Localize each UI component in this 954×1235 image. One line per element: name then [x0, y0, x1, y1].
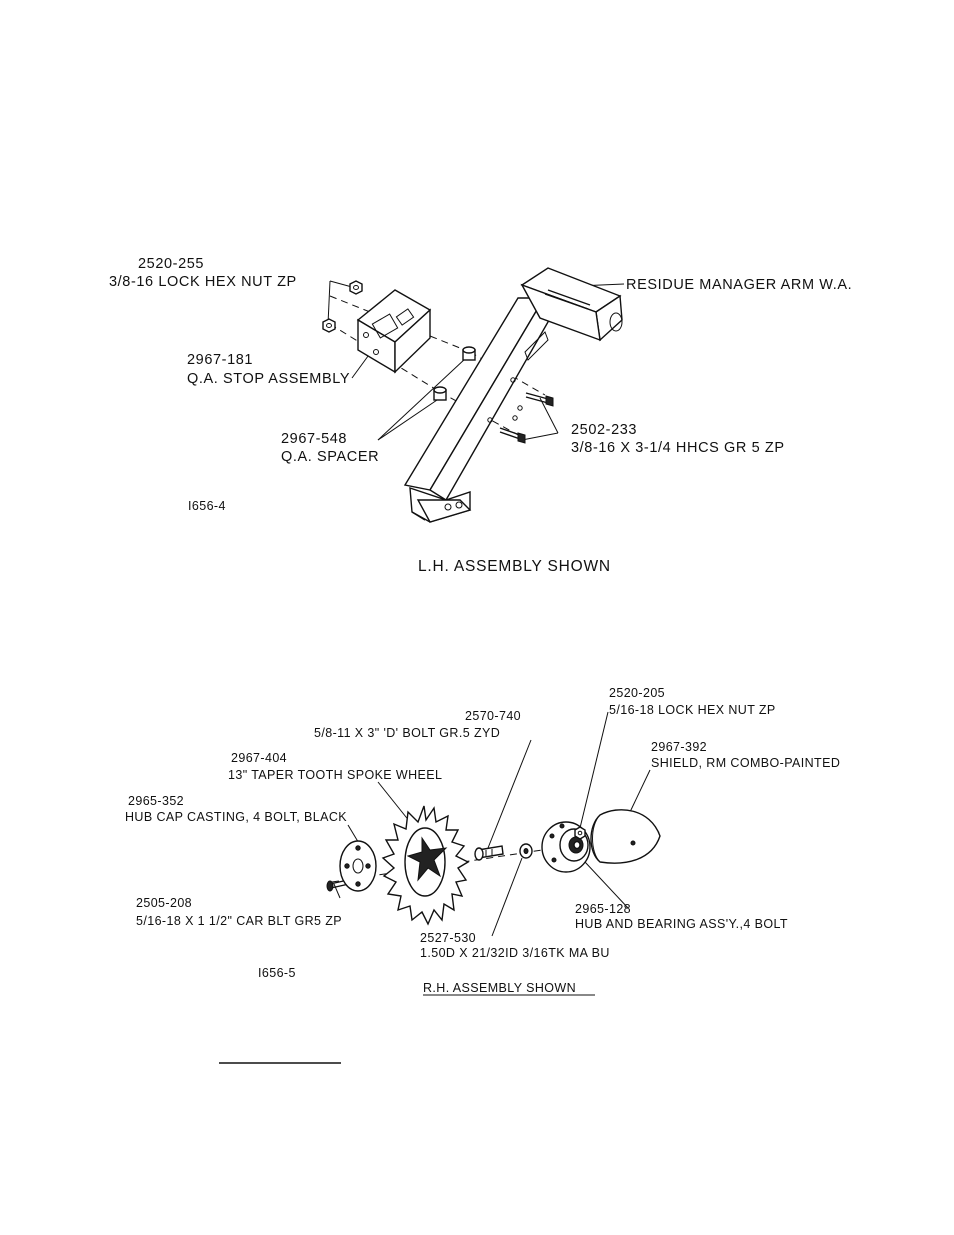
- leader-shield: [629, 769, 651, 813]
- callout-hub-cap-desc: HUB CAP CASTING, 4 BOLT, BLACK: [125, 810, 347, 824]
- callout-qa-spacer-desc: Q.A. SPACER: [281, 449, 379, 465]
- callout-shield-desc: SHIELD, RM COMBO-PAINTED: [651, 756, 840, 770]
- dash-lower-right: [439, 391, 521, 437]
- callout-hub-bearing-desc: HUB AND BEARING ASS'Y.,4 BOLT: [575, 917, 788, 931]
- qa-spacer-2: [433, 386, 447, 401]
- leader-carriage-bolt: [333, 883, 341, 899]
- taper-tooth-spoke-wheel: [381, 805, 470, 926]
- hex-nut-top-1: [349, 280, 363, 295]
- leader-washer: [491, 857, 523, 937]
- callout-d-bolt-part: 2570-740: [465, 709, 521, 723]
- callout-stop-assembly-desc: Q.A. STOP ASSEMBLY: [187, 371, 350, 387]
- qa-stop-assembly: [356, 289, 432, 374]
- callout-qa-spacer-part: 2967-548: [281, 431, 347, 447]
- figure-bottom: 2520-205 5/16-18 LOCK HEX NUT ZP 2570-74…: [125, 686, 840, 996]
- hhcs-bolt-2: [499, 427, 526, 444]
- leader-spacer-2: [377, 397, 441, 441]
- callout-spoke-wheel-desc: 13" TAPER TOOTH SPOKE WHEEL: [228, 768, 442, 782]
- shield-rm-combo: [590, 809, 661, 864]
- callout-carriage-bolt-part: 2505-208: [136, 896, 192, 910]
- callout-d-bolt-desc: 5/8-11 X 3" 'D' BOLT GR.5 ZYD: [314, 726, 500, 740]
- leader-nut-516: [579, 711, 609, 829]
- leader-spacer-1: [377, 357, 467, 441]
- callout-washer-part: 2527-530: [420, 931, 476, 945]
- hub-cap-casting: [339, 840, 377, 892]
- callout-lock-hex-nut-516-desc: 5/16-18 LOCK HEX NUT ZP: [609, 703, 776, 717]
- callout-spoke-wheel-part: 2967-404: [231, 751, 287, 765]
- callout-lock-hex-nut-516-part: 2520-205: [609, 686, 665, 700]
- leader-nut-2: [327, 280, 331, 325]
- callout-shield-part: 2967-392: [651, 740, 707, 754]
- callout-hub-cap-part: 2965-352: [128, 794, 184, 808]
- figure-id-top: I656-4: [188, 499, 226, 513]
- leader-bolt-2: [521, 432, 559, 441]
- hex-nut-top-2: [322, 318, 336, 333]
- callout-hhcs-bolt-desc: 3/8-16 X 3-1/4 HHCS GR 5 ZP: [571, 440, 785, 456]
- leader-d-bolt: [487, 739, 532, 849]
- qa-spacer-1: [462, 346, 476, 361]
- leader-bolt-1: [539, 397, 559, 434]
- leader-nut-1: [329, 280, 353, 288]
- leader-hub-bearing: [584, 861, 629, 909]
- hhcs-bolt-1: [525, 392, 554, 407]
- callout-lock-hex-nut-desc: 3/8-16 LOCK HEX NUT ZP: [109, 274, 297, 290]
- callout-hhcs-bolt-part: 2502-233: [571, 422, 637, 438]
- lock-hex-nut-516: [574, 826, 586, 840]
- callout-hub-bearing-part: 2965-128: [575, 902, 631, 916]
- callout-stop-assembly-part: 2967-181: [187, 352, 253, 368]
- d-bolt: [474, 845, 504, 861]
- residue-manager-arm: [403, 267, 623, 523]
- caption-rh-assembly: R.H. ASSEMBLY SHOWN: [423, 981, 576, 995]
- callout-carriage-bolt-desc: 5/16-18 X 1 1/2" CAR BLT GR5 ZP: [136, 914, 342, 928]
- washer: [519, 843, 533, 859]
- figure-id-bottom: I656-5: [258, 966, 296, 980]
- callout-residue-manager-arm: RESIDUE MANAGER ARM W.A.: [626, 277, 852, 293]
- callout-lock-hex-nut-part: 2520-255: [138, 256, 204, 272]
- callout-washer-desc: 1.50D X 21/32ID 3/16TK MA BU: [420, 946, 610, 960]
- figure-top: 2520-255 3/8-16 LOCK HEX NUT ZP 2967-181…: [109, 256, 852, 575]
- caption-lh-assembly: L.H. ASSEMBLY SHOWN: [418, 558, 611, 575]
